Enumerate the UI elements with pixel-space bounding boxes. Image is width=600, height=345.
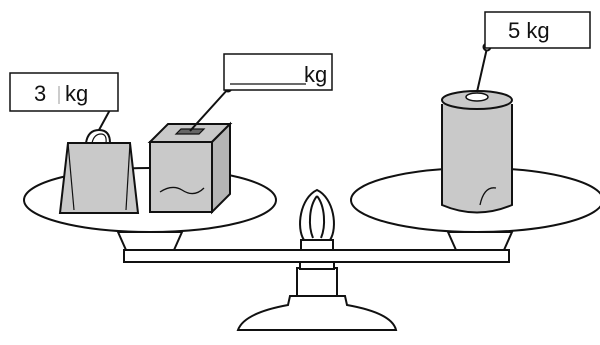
box-weight — [147, 83, 233, 215]
box-weight-unit: kg — [304, 62, 327, 87]
bag-weight — [58, 102, 140, 214]
can-weight — [441, 42, 513, 214]
bag-weight-label: 3 kg — [9, 72, 119, 112]
bag-weight-value: 3 — [34, 81, 46, 106]
scale-base — [236, 261, 398, 331]
box-weight-label: kg — [223, 53, 333, 91]
can-weight-value: 5 kg — [508, 18, 550, 43]
bag-weight-unit: kg — [65, 81, 88, 106]
scale-pointer — [299, 188, 335, 251]
scale-beam — [116, 231, 514, 263]
can-weight-label: 5 kg — [484, 11, 591, 49]
